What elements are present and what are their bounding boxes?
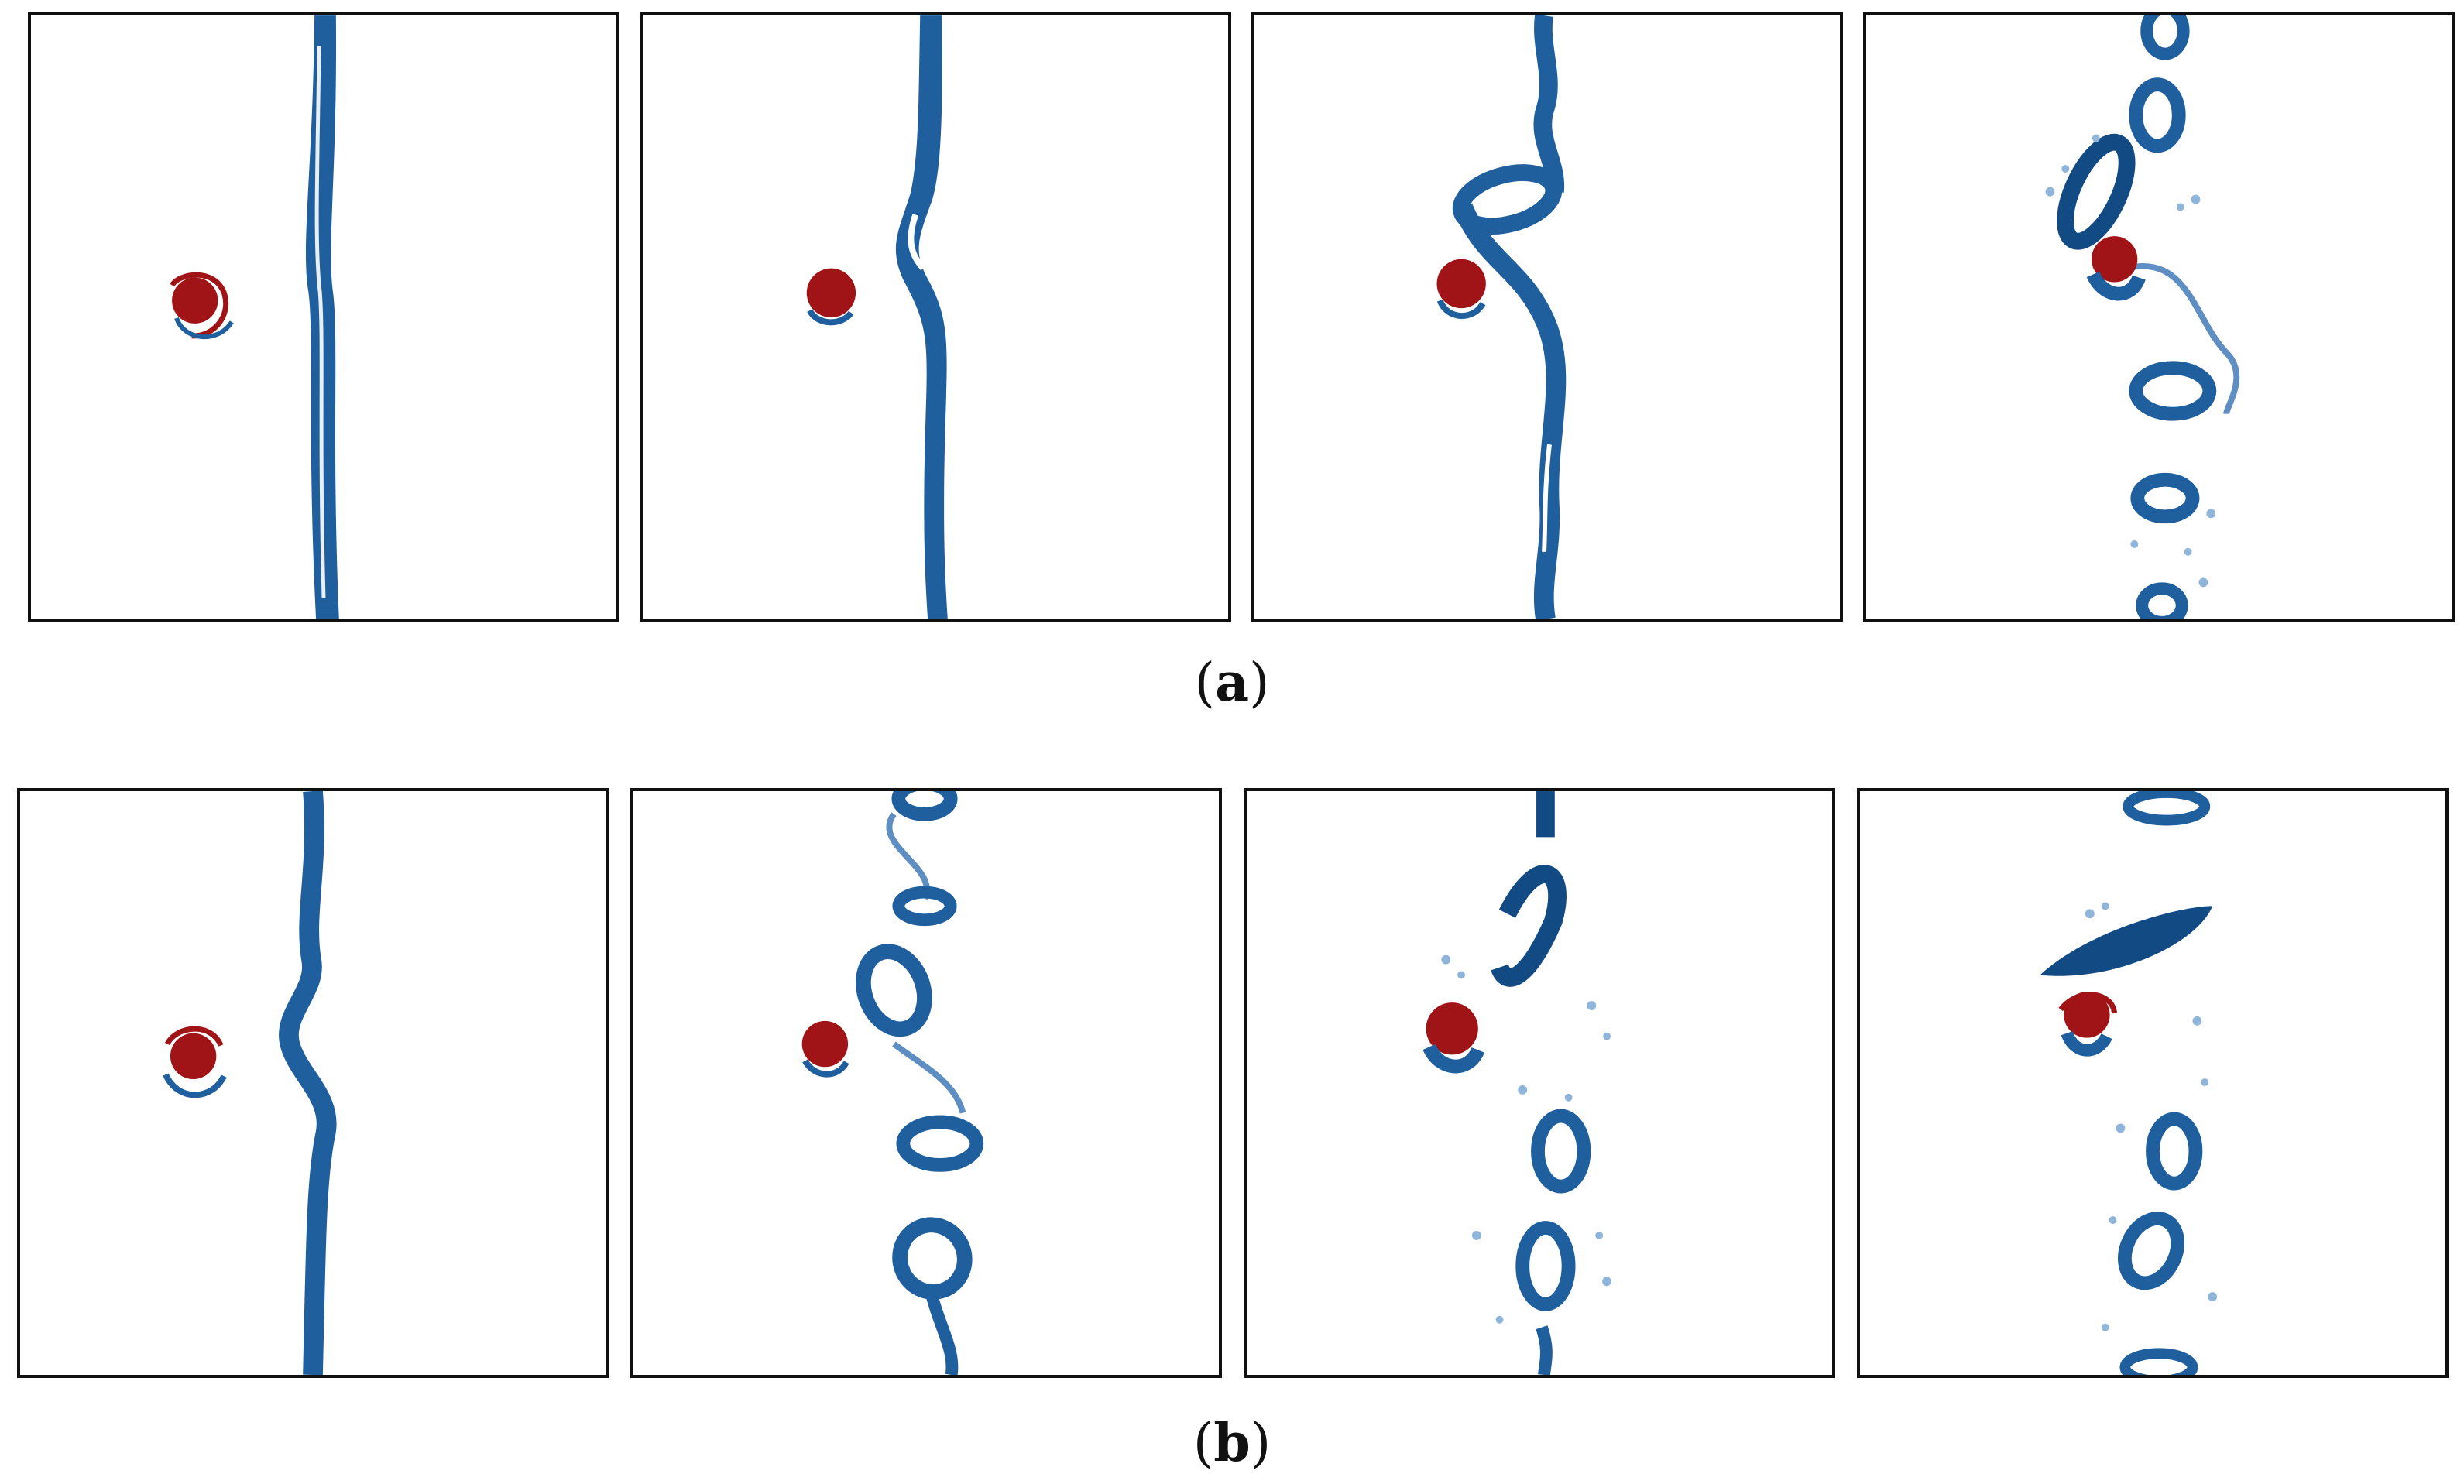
vortex-cluster: [1491, 791, 1567, 987]
debris: [2085, 902, 2218, 1331]
panel-a4: [1863, 12, 2455, 622]
droplet: [170, 1033, 217, 1080]
filament-highlight: [314, 46, 326, 598]
panel-a1: [28, 12, 619, 622]
vortex: [1515, 1221, 1576, 1311]
panel-a2: [640, 12, 1231, 622]
panel-b4: [1857, 788, 2449, 1378]
filament-highlight: [300, 1020, 312, 1057]
vortex: [2140, 15, 2190, 60]
label-close: ): [1250, 1413, 1271, 1474]
flow-snapshot-a2: [806, 15, 948, 619]
flow-snapshot-b3: [1422, 791, 1612, 1375]
droplet: [1426, 1002, 1478, 1055]
droplet-wake: [2061, 1030, 2112, 1057]
label-open: (: [1194, 653, 1215, 714]
vortex: [2129, 77, 2186, 153]
flow-snapshot-b1: [163, 791, 337, 1375]
vortex: [1531, 1109, 1591, 1194]
debris: [1441, 954, 1612, 1324]
vortex: [2118, 1212, 2185, 1290]
droplet-wake: [1436, 299, 1486, 319]
filament-strand: [926, 1295, 959, 1375]
flow-snapshot-a4: [2045, 15, 2240, 619]
filament-strand: [1536, 1325, 1553, 1375]
droplet-ring: [170, 272, 228, 339]
droplet-wake: [807, 308, 854, 326]
droplet: [1436, 259, 1486, 309]
filament-upper: [1533, 15, 1565, 193]
subfigure-b-label: (b): [0, 1417, 2464, 1470]
filament-highlight: [908, 214, 926, 271]
subfigure-a-label: (a): [0, 656, 2464, 710]
flow-snapshot-a1: [170, 15, 339, 619]
vortex: [2130, 472, 2200, 524]
droplet-wake: [802, 1059, 849, 1078]
vortex: [2119, 1348, 2198, 1375]
filament-highlight: [1542, 444, 1552, 552]
panel-b1: [17, 788, 609, 1378]
droplet-wake: [163, 1073, 227, 1098]
flow-snapshot-b2: [801, 791, 984, 1375]
label-letter: a: [1214, 652, 1250, 714]
panel-a3: [1251, 12, 1843, 622]
label-open: (: [1193, 1413, 1214, 1474]
droplet: [2064, 992, 2110, 1038]
filament: [279, 791, 337, 1375]
droplet-wake: [1422, 1044, 1485, 1074]
filament-tail: [1453, 203, 1567, 619]
vortex: [892, 1217, 973, 1300]
droplet-ring: [2058, 992, 2117, 1014]
flow-snapshot-a3: [1436, 15, 1567, 619]
vortex: [896, 1115, 984, 1172]
vortex: [2146, 1112, 2203, 1191]
vortex: [856, 944, 932, 1037]
flow-snapshot-b4: [2040, 791, 2218, 1375]
filament: [895, 15, 948, 619]
droplet: [801, 1020, 849, 1068]
panel-b3: [1244, 788, 1835, 1378]
filament-strand: [886, 812, 930, 900]
vortex: [891, 791, 958, 821]
vortex: [2057, 133, 2136, 250]
label-letter: b: [1213, 1412, 1251, 1474]
droplet-wake: [174, 317, 234, 340]
debris: [2045, 134, 2216, 588]
vortex: [892, 886, 957, 927]
droplet-ring: [164, 1026, 224, 1047]
elongated-vortex: [2040, 906, 2213, 976]
droplet: [2091, 236, 2138, 283]
filament-strand: [2126, 263, 2240, 415]
vortex: [2123, 791, 2211, 826]
label-close: ): [1249, 653, 1270, 714]
vortex: [2129, 361, 2217, 421]
filament-strand: [892, 1041, 966, 1114]
vortex: [2136, 582, 2188, 619]
panel-b2: [630, 788, 1222, 1378]
droplet: [172, 277, 218, 324]
droplet: [806, 268, 856, 317]
droplet-wake: [2086, 271, 2146, 301]
